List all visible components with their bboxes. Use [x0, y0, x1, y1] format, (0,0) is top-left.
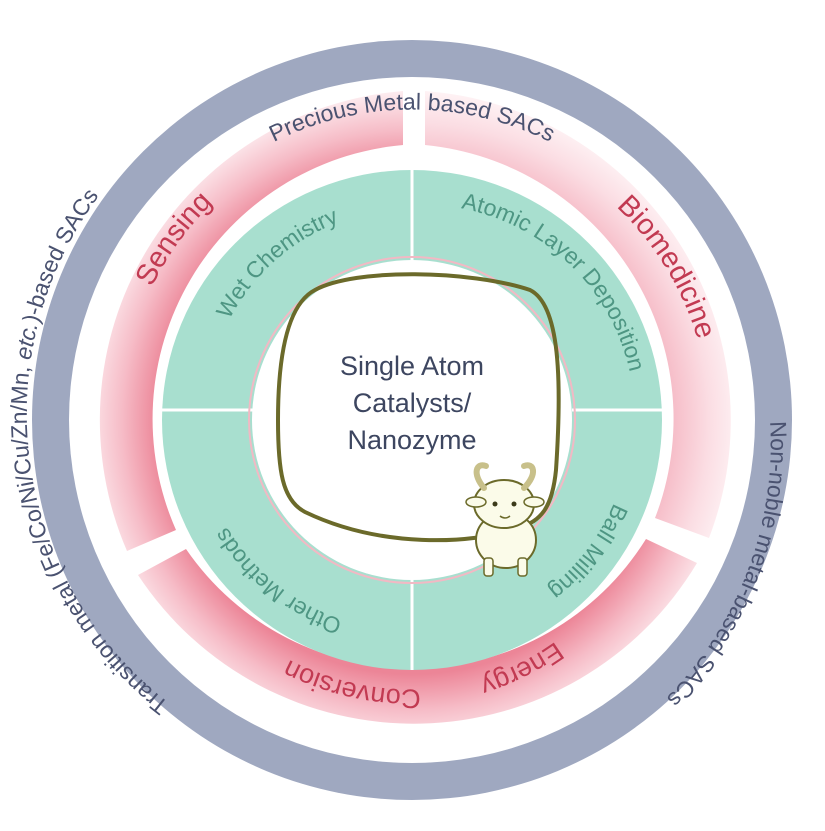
- center-title-line-2: Catalysts/: [353, 388, 472, 418]
- energy-conversion-segment[interactable]: [138, 539, 697, 724]
- center-title-line-3: Nanozyme: [347, 425, 476, 455]
- center-title-line-1: Single Atom: [340, 351, 484, 381]
- goat-mascot-icon: [465, 462, 545, 577]
- method-ring-inner-border: [248, 256, 576, 584]
- sensing-segment[interactable]: [99, 91, 404, 551]
- biomedicine-segment[interactable]: [425, 91, 731, 538]
- method-ring: [162, 170, 662, 670]
- application-ring: [99, 91, 731, 724]
